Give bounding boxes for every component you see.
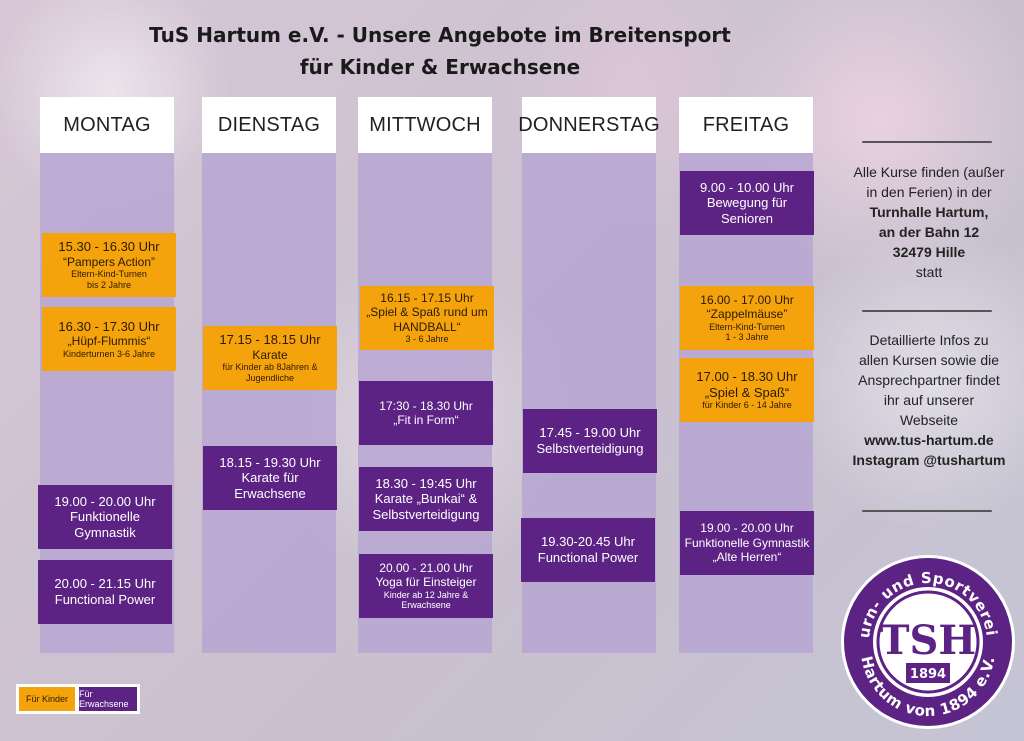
page-subtitle: für Kinder & Erwachsene	[299, 55, 581, 79]
info-line: in den Ferien) in der	[866, 184, 992, 200]
divider	[862, 141, 992, 143]
course-name: Funktionelle Gymnastik	[684, 535, 810, 550]
course-info: Erwachsene	[401, 600, 451, 611]
course-time: 19.00 - 20.00 Uhr	[700, 521, 794, 536]
course-time: 18.15 - 19.30 Uhr	[219, 454, 321, 470]
seal-year: 1894	[910, 667, 946, 682]
info-line: Detaillierte Infos zu	[869, 332, 989, 348]
legend-adults: Für Erwachsene	[79, 687, 137, 711]
course-name: Selbstverteidigung	[536, 441, 644, 456]
course-name: „Hüpf-Flummis“	[67, 334, 151, 349]
course-card-functional-power-mo: 20.00 - 21.15 Uhr Functional Power	[38, 560, 172, 624]
course-info: für Kinder ab 8Jahren &	[222, 362, 318, 373]
course-name: “Zappelmäuse”	[706, 307, 788, 322]
info-line: statt	[915, 264, 943, 280]
course-name: „Spiel & Spaß“	[704, 384, 790, 400]
course-name: Yoga für Einsteiger	[375, 575, 477, 590]
course-name: Functional Power	[54, 592, 156, 607]
day-header-wednesday: MITTWOCH	[358, 97, 492, 153]
day-header-thursday: DONNERSTAG	[518, 97, 660, 153]
course-time: 17.15 - 18.15 Uhr	[219, 332, 321, 348]
day-header-tuesday: DIENSTAG	[202, 97, 336, 153]
day-header-friday: FREITAG	[679, 97, 813, 153]
details-info: Detaillierte Infos zu allen Kursen sowie…	[838, 330, 1020, 470]
divider	[862, 510, 992, 512]
course-card-functional-power-do: 19.30-20.45 Uhr Functional Power	[521, 518, 655, 582]
course-name: Functional Power	[537, 550, 639, 565]
website-link[interactable]: www.tus-hartum.de	[864, 432, 994, 448]
divider	[862, 310, 992, 312]
course-card-alte-herren: 19.00 - 20.00 Uhr Funktionelle Gymnastik…	[680, 511, 814, 575]
course-info: Kinderturnen 3-6 Jahre	[62, 348, 156, 359]
course-info: bis 2 Jahre	[86, 279, 132, 290]
course-time: 19.00 - 20.00 Uhr	[54, 493, 156, 509]
info-line: Alle Kurse finden (außer	[853, 164, 1005, 180]
course-time: 19.30-20.45 Uhr	[541, 534, 635, 550]
course-name: Selbstverteidigung	[372, 506, 480, 522]
course-name: „Alte Herren“	[712, 550, 782, 565]
course-info: Eltern-Kind-Turnen	[71, 269, 147, 280]
course-time: 9.00 - 10.00 Uhr	[700, 179, 794, 195]
course-info: Kinder ab 12 Jahre &	[383, 589, 469, 600]
course-time: 16.15 - 17.15 Uhr	[380, 291, 474, 306]
course-name: HANDBALL“	[393, 319, 461, 334]
info-line: Webseite	[899, 412, 959, 428]
info-line: ihr auf unserer	[883, 392, 975, 408]
course-time: 16.00 - 17.00 Uhr	[700, 292, 794, 307]
course-card-karate-bunkai: 18.30 - 19:45 Uhr Karate „Bunkai“ & Selb…	[359, 467, 493, 531]
course-name: Erwachsene	[234, 485, 306, 501]
course-time: 17.00 - 18.30 Uhr	[696, 369, 798, 384]
column-tuesday	[202, 153, 336, 653]
course-name: Karate „Bunkai“ &	[374, 491, 478, 507]
legend: Für Kinder Für Erwachsene	[16, 684, 140, 714]
venue-street: an der Bahn 12	[878, 224, 980, 240]
day-header-monday: MONTAG	[40, 97, 174, 153]
course-card-fit-in-form: 17:30 - 18.30 Uhr „Fit in Form“	[359, 381, 493, 445]
course-time: 16.30 - 17.30 Uhr	[58, 318, 160, 334]
course-time: 17.45 - 19.00 Uhr	[539, 425, 641, 441]
course-card-spiel-spass-handball: 16.15 - 17.15 Uhr „Spiel & Spaß rund um …	[360, 286, 494, 350]
course-card-funktionelle-gymnastik: 19.00 - 20.00 Uhr Funktionelle Gymnastik	[38, 485, 172, 549]
page-title: TuS Hartum e.V. - Unsere Angebote im Bre…	[149, 23, 731, 47]
seal-letters: TSH	[880, 617, 976, 664]
course-info: Jugendliche	[245, 372, 295, 383]
course-name: Bewegung für	[706, 195, 788, 211]
course-name: „Fit in Form“	[393, 413, 459, 427]
club-seal-logo: Turn- und Sportverein Hartum von 1894 e.…	[839, 553, 1015, 729]
course-card-spiel-spass-fr: 17.00 - 18.30 Uhr „Spiel & Spaß“ für Kin…	[680, 358, 814, 422]
course-card-selbstverteidigung: 17.45 - 19.00 Uhr Selbstverteidigung	[523, 409, 657, 473]
course-info: für Kinder 6 - 14 Jahre	[702, 400, 792, 411]
course-info: 1 - 3 Jahre	[725, 332, 769, 343]
course-info: 3 - 6 Jahre	[405, 334, 449, 345]
course-time: 20.00 - 21.00 Uhr	[379, 560, 473, 575]
course-name: Karate für	[241, 470, 299, 486]
course-name: Senioren	[720, 210, 774, 226]
course-card-yoga: 20.00 - 21.00 Uhr Yoga für Einsteiger Ki…	[359, 554, 493, 618]
course-name: „Spiel & Spaß rund um	[366, 305, 488, 320]
course-time: 17:30 - 18.30 Uhr	[379, 398, 473, 413]
course-card-karate-adults: 18.15 - 19.30 Uhr Karate für Erwachsene	[203, 446, 337, 510]
course-name: Karate	[252, 347, 288, 362]
info-line: allen Kursen sowie die	[858, 352, 1000, 368]
course-card-karate-kids: 17.15 - 18.15 Uhr Karate für Kinder ab 8…	[203, 326, 337, 390]
course-time: 20.00 - 21.15 Uhr	[54, 576, 156, 592]
course-card-bewegung-senioren: 9.00 - 10.00 Uhr Bewegung für Senioren	[680, 171, 814, 235]
course-info: Eltern-Kind-Turnen	[709, 321, 785, 332]
venue-city: 32479 Hille	[892, 244, 966, 260]
course-name: “Pampers Action”	[62, 254, 156, 269]
info-line: Ansprechpartner findet	[858, 372, 1000, 388]
course-time: 15.30 - 16.30 Uhr	[58, 239, 160, 255]
venue-name: Turnhalle Hartum,	[869, 204, 989, 220]
course-card-zappelmaeuse: 16.00 - 17.00 Uhr “Zappelmäuse” Eltern-K…	[680, 286, 814, 350]
location-info: Alle Kurse finden (außer in den Ferien) …	[838, 162, 1020, 282]
course-name: Funktionelle Gymnastik	[69, 509, 141, 540]
course-card-pampers-action: 15.30 - 16.30 Uhr “Pampers Action” Elter…	[42, 233, 176, 297]
course-time: 18.30 - 19:45 Uhr	[375, 475, 477, 491]
legend-kids: Für Kinder	[19, 687, 75, 711]
course-card-huepf-flummis: 16.30 - 17.30 Uhr „Hüpf-Flummis“ Kindert…	[42, 307, 176, 371]
instagram-handle[interactable]: Instagram @tushartum	[852, 452, 1006, 468]
